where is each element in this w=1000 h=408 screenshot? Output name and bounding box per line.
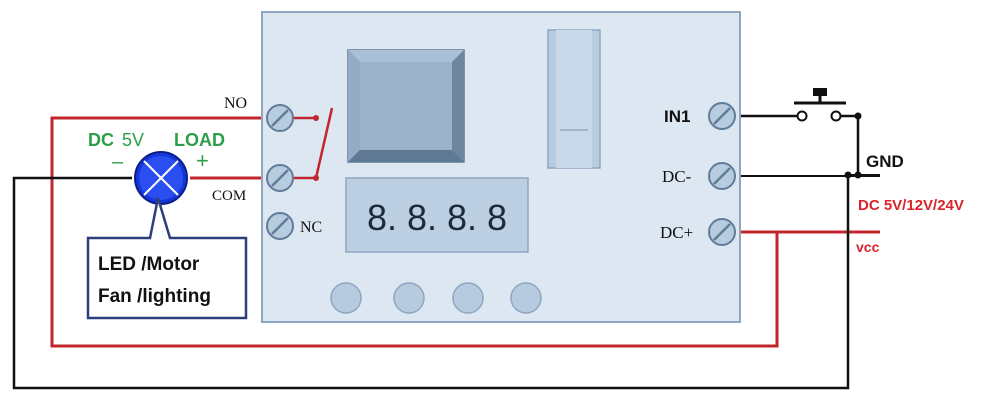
board-button-1[interactable] [330, 282, 362, 314]
label-plus: + [196, 148, 209, 173]
load-description-line2: Fan /lighting [98, 286, 211, 307]
label-in1: IN1 [664, 107, 690, 126]
lamp-cross-icon [134, 151, 188, 205]
black-wire-gnd-loop [12, 175, 850, 390]
label-gnd: GND [866, 152, 904, 171]
black-wire-switch-to-gnd [836, 114, 860, 175]
led-display [345, 177, 529, 253]
board-button-3[interactable] [452, 282, 484, 314]
display-digits: 8. 8. 8. 8 [367, 197, 507, 238]
label-vcc: vcc [856, 239, 880, 255]
label-dc-minus: DC- [662, 167, 692, 186]
label-load-voltage: 5V [122, 130, 144, 150]
relay-contact-dot [313, 115, 319, 121]
screw-terminal-in1 [708, 102, 736, 130]
relay-switch-arm [314, 107, 334, 179]
push-button-icon[interactable] [794, 88, 846, 122]
screw-terminal-no [266, 104, 294, 132]
screw-terminal-nc [266, 212, 294, 240]
relay-component [347, 49, 465, 163]
load-callout [86, 197, 248, 320]
load-description-line1: LED /Motor [98, 254, 200, 275]
label-nc: NC [300, 219, 322, 236]
label-dc: DC [88, 130, 114, 150]
label-com: COM [212, 188, 246, 204]
board-button-2[interactable] [393, 282, 425, 314]
junction-dot [854, 112, 862, 120]
screw-terminal-com [266, 164, 294, 192]
label-no: NO [224, 95, 247, 112]
board-button-4[interactable] [510, 282, 542, 314]
red-wire-load-loop [50, 116, 779, 348]
screw-terminal-dc-plus [708, 218, 736, 246]
vertical-component [547, 29, 601, 169]
label-supply-voltage: DC 5V/12V/24V [858, 197, 964, 214]
label-load: LOAD [174, 130, 225, 150]
label-minus: – [112, 151, 124, 173]
relay-board [261, 11, 741, 323]
label-dc-plus: DC+ [660, 223, 693, 242]
screw-terminal-dc-minus [708, 162, 736, 190]
